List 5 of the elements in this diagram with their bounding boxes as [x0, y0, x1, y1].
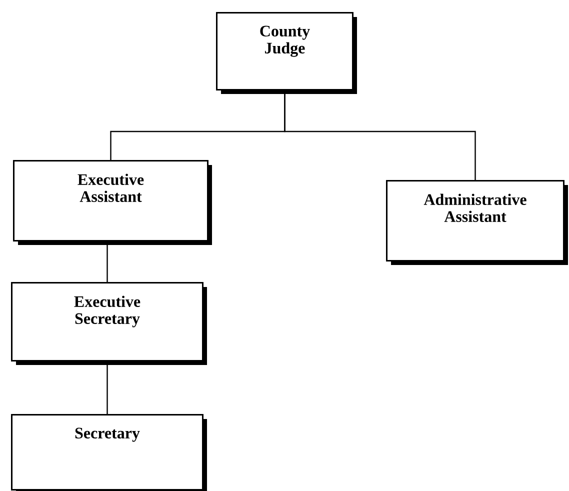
- org-box: Executive Assistant: [13, 160, 212, 245]
- org-box: Secretary: [11, 414, 207, 491]
- org-box: Executive Secretary: [11, 282, 207, 365]
- org-box: Administrative Assistant: [386, 180, 568, 265]
- org-box: County Judge: [216, 12, 357, 94]
